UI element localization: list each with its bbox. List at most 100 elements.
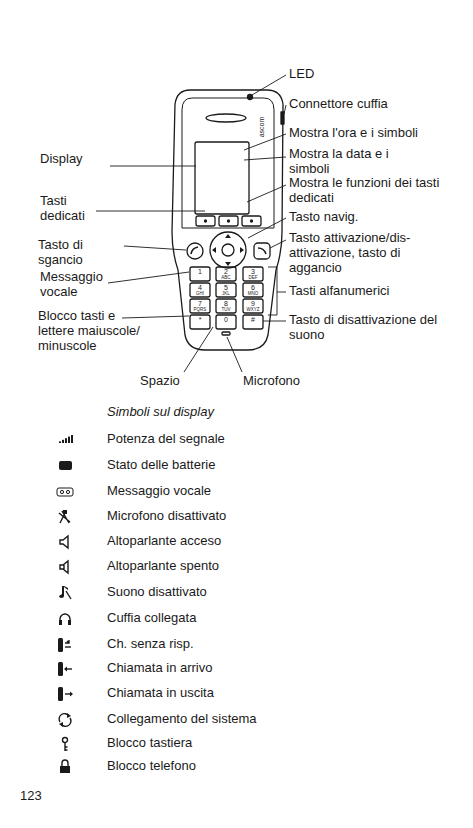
soft-key-dot bbox=[205, 220, 207, 222]
key-digit: 8 bbox=[216, 300, 236, 308]
soft-key-dot bbox=[228, 220, 230, 222]
part-label: Blocco tasti e lettere maiuscole/ minusc… bbox=[38, 309, 154, 354]
keypad-key bbox=[216, 299, 236, 313]
phone-bezel bbox=[182, 98, 274, 228]
key-digit: 7 bbox=[190, 300, 210, 308]
phone-symbol bbox=[191, 247, 198, 254]
key-digit: 0 bbox=[216, 316, 236, 324]
legend-text: Stato delle batterie bbox=[107, 458, 407, 473]
page-number: 123 bbox=[20, 789, 60, 804]
key-digit: 5 bbox=[216, 284, 236, 292]
soft-key bbox=[242, 216, 261, 226]
nav-key bbox=[210, 232, 246, 268]
legend-text: Collegamento del sistema bbox=[107, 712, 407, 727]
legend-icon bbox=[60, 536, 68, 548]
section-heading: Simboli sul display bbox=[107, 405, 307, 420]
key-letters: MNO bbox=[243, 291, 263, 296]
legend-icon bbox=[59, 586, 71, 599]
phone-body bbox=[172, 90, 283, 350]
legend-text: Cuffia collegata bbox=[107, 611, 407, 626]
nav-key-center bbox=[222, 244, 234, 256]
legend-text: Altoparlante spento bbox=[107, 559, 407, 574]
part-label: Tasto di disattivazione del suono bbox=[289, 313, 457, 343]
keypad-key bbox=[216, 315, 236, 329]
legend-text: Altoparlante acceso bbox=[107, 534, 407, 549]
key-digit: # bbox=[243, 316, 263, 324]
display-screen bbox=[195, 142, 249, 214]
headset-connector bbox=[281, 112, 284, 124]
part-label: Connettore cuffia bbox=[289, 97, 459, 112]
keypad-key bbox=[243, 315, 263, 329]
part-label: Tasto di sgancio bbox=[38, 238, 128, 268]
key-digit: 9 bbox=[243, 300, 263, 308]
part-label: LED bbox=[289, 67, 349, 82]
legend-text: Messaggio vocale bbox=[107, 484, 407, 499]
keypad-key bbox=[243, 283, 263, 297]
legend-icon bbox=[59, 435, 73, 443]
key-digit: 2 bbox=[216, 268, 236, 276]
brand-logo: ascom bbox=[258, 112, 266, 142]
nav-arrows bbox=[212, 234, 244, 266]
part-label: Tasti dedicati bbox=[40, 194, 102, 224]
key-letters: ABC bbox=[216, 275, 236, 280]
keypad-key bbox=[190, 267, 210, 281]
part-label: Tasto navig. bbox=[289, 210, 409, 225]
keypad-key bbox=[216, 283, 236, 297]
key-digit: 3 bbox=[243, 268, 263, 276]
part-label: Tasti alfanumerici bbox=[289, 284, 439, 299]
legend-icon bbox=[57, 488, 73, 496]
key-letters: TUV bbox=[216, 307, 236, 312]
key-digit: 6 bbox=[243, 284, 263, 292]
part-label: Display bbox=[40, 152, 110, 167]
legend-text: Chiamata in arrivo bbox=[107, 661, 407, 676]
part-label: Mostra le funzioni dei tasti dedicati bbox=[289, 176, 463, 206]
phone-symbol bbox=[258, 248, 266, 254]
legend-text: Suono disattivato bbox=[107, 585, 407, 600]
keypad-key bbox=[216, 267, 236, 281]
key-digit: 1 bbox=[190, 268, 210, 276]
legend-text: Ch. senza risp. bbox=[107, 637, 407, 652]
legend-text: Chiamata in uscita bbox=[107, 686, 407, 701]
part-label: Spazio bbox=[140, 374, 190, 389]
on-hook-key bbox=[254, 243, 270, 259]
legend-text: Microfono disattivato bbox=[107, 509, 407, 524]
key-digit: * bbox=[190, 316, 210, 324]
key-letters: JKL bbox=[216, 291, 236, 296]
legend-icon bbox=[59, 461, 72, 470]
key-letters: DEF bbox=[243, 275, 263, 280]
led bbox=[248, 95, 253, 100]
legend-icon bbox=[59, 614, 71, 625]
keypad-key bbox=[190, 283, 210, 297]
soft-key-dot bbox=[251, 220, 253, 222]
legend-icon bbox=[59, 510, 70, 523]
keypad-key bbox=[190, 299, 210, 313]
microphone bbox=[222, 332, 230, 335]
legend-icon bbox=[60, 561, 68, 573]
earpiece bbox=[206, 114, 246, 122]
part-label: Microfono bbox=[243, 374, 323, 389]
part-label: Messaggio vocale bbox=[40, 270, 108, 300]
part-label: Mostra l'ora e i simboli bbox=[289, 126, 469, 141]
key-digit: 4 bbox=[190, 284, 210, 292]
legend-icon bbox=[60, 760, 70, 773]
part-label: Mostra la data e i simboli bbox=[289, 147, 415, 177]
legend-icon bbox=[63, 738, 68, 752]
keypad-key bbox=[243, 267, 263, 281]
legend-icon bbox=[58, 687, 73, 701]
key-letters: PQRS bbox=[190, 307, 210, 312]
soft-key bbox=[196, 216, 215, 226]
key-letters: WXYZ bbox=[243, 307, 263, 312]
soft-key bbox=[219, 216, 238, 226]
legend-icon bbox=[59, 713, 71, 727]
off-hook-key bbox=[187, 243, 203, 259]
legend-text: Blocco tastiera bbox=[107, 736, 407, 751]
part-label: Tasto attivazione/dis- attivazione, tast… bbox=[289, 231, 431, 276]
legend-icon bbox=[58, 662, 72, 676]
legend-text: Potenza del segnale bbox=[107, 432, 407, 447]
legend-text: Blocco telefono bbox=[107, 759, 407, 774]
keypad-key bbox=[190, 315, 210, 329]
keypad-key bbox=[243, 299, 263, 313]
key-letters: GHI bbox=[190, 291, 210, 296]
legend-icon bbox=[58, 638, 71, 652]
